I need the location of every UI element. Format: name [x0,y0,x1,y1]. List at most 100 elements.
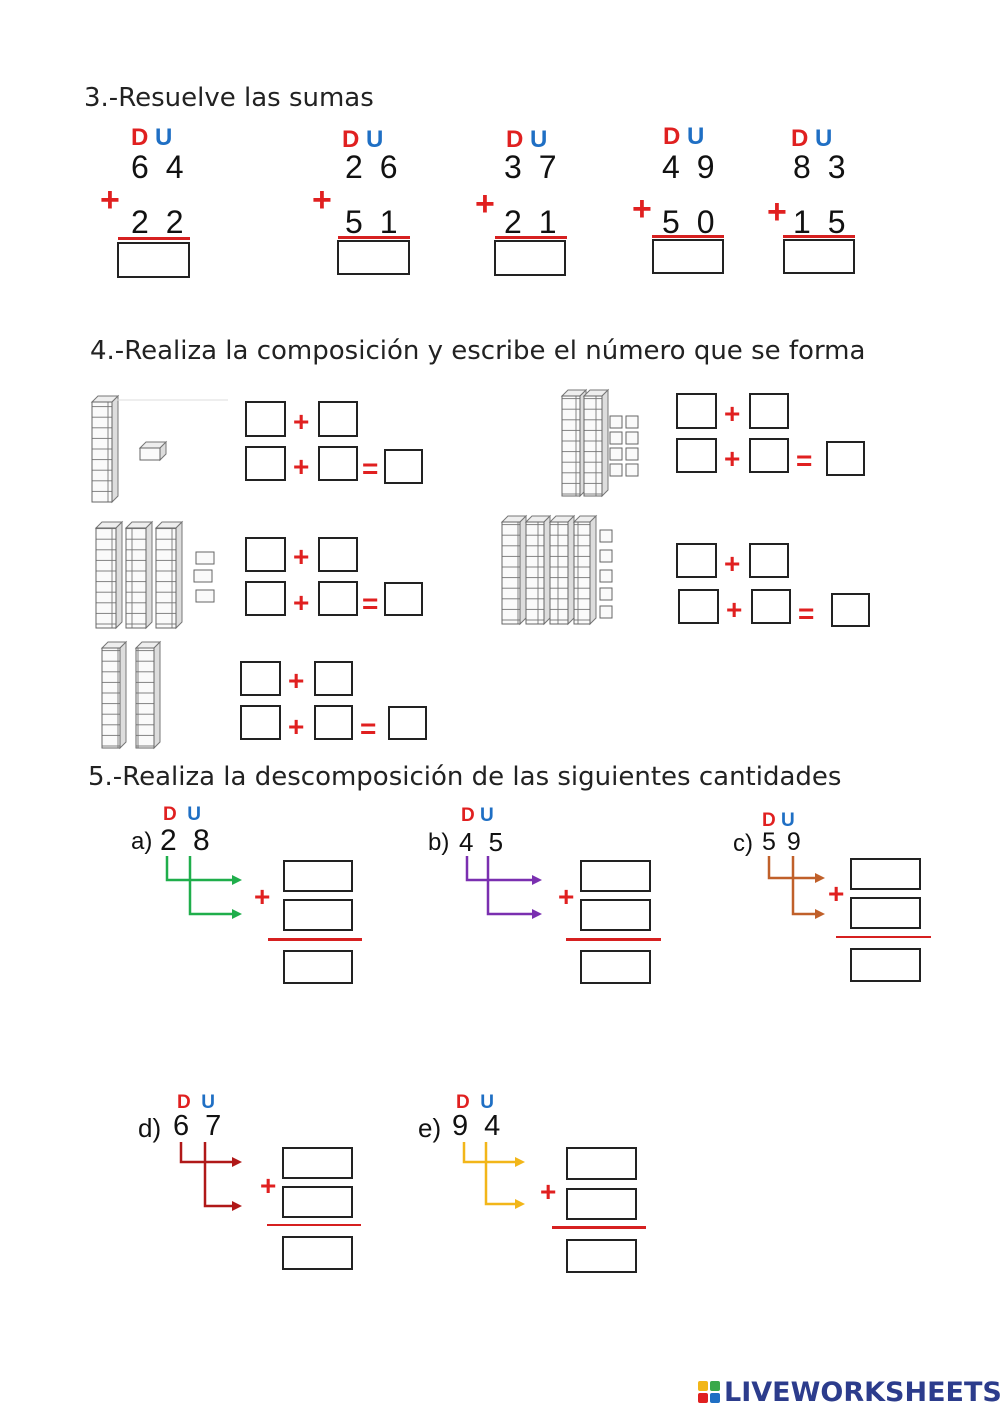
units-box[interactable] [850,897,921,929]
units-input-box[interactable] [318,537,358,572]
tens-label: D [506,126,524,153]
tens-box[interactable] [283,860,353,892]
tens-value-box[interactable] [240,705,281,740]
units-label: U [781,810,795,831]
result-box[interactable] [580,950,651,984]
result-box[interactable] [283,950,353,984]
result-box[interactable] [384,582,423,616]
sum-line [566,938,661,941]
number-to-decompose: 4 5 [459,827,508,857]
tens-value-box[interactable] [245,446,286,481]
sum-line [267,1224,361,1226]
answer-box[interactable] [652,239,724,274]
result-box[interactable] [831,593,870,627]
units-input-box[interactable] [749,393,789,429]
units-value-box[interactable] [318,581,358,616]
tens-input-box[interactable] [245,537,286,572]
unit-cubes [609,415,639,477]
units-value-box[interactable] [314,705,353,740]
addend-bottom: 2 2 [131,204,188,240]
number-to-decompose: 9 4 [452,1110,505,1142]
tens-box[interactable] [566,1147,637,1180]
brand-name: LIVEWORKSHEETS [724,1377,1000,1408]
units-box[interactable] [282,1186,353,1218]
result-box[interactable] [384,449,423,484]
tens-value-box[interactable] [245,581,286,616]
plus-sign: + [767,193,787,231]
item-label: d) [138,1113,162,1143]
result-box[interactable] [388,706,427,740]
place-value-header: D U [342,128,383,152]
section-3-title: 3.-Resuelve las sumas [84,83,374,113]
units-value-box[interactable] [751,589,791,624]
tens-input-box[interactable] [676,543,717,578]
tens-input-box[interactable] [240,661,281,696]
place-value-header: D U [456,1093,494,1112]
equals-sign: = [796,445,813,476]
sum-line [836,936,931,938]
units-value-box[interactable] [749,438,789,473]
units-box[interactable] [580,899,651,931]
tens-label: D [762,810,776,831]
unit-cubes [599,529,613,619]
place-value-header: D U [163,805,201,824]
addend-top: 6 4 [131,149,188,185]
base-ten-blocks-illustration [500,514,613,626]
tens-box[interactable] [580,860,651,892]
units-label: U [366,126,384,153]
plus-sign: + [288,665,305,696]
tens-value-box[interactable] [678,589,719,624]
answer-box[interactable] [494,240,566,276]
units-value-box[interactable] [318,446,358,481]
plus-sign: + [724,443,741,474]
item-label: b) [428,829,450,856]
base-ten-blocks-illustration [560,388,639,498]
decomposition-arrows [179,1142,242,1211]
plus-sign: + [540,1176,557,1207]
tens-box[interactable] [850,858,921,890]
units-input-box[interactable] [318,401,358,437]
tens-box[interactable] [282,1147,353,1179]
plus-sign: + [724,548,741,579]
equals-sign: = [798,598,815,629]
equals-sign: = [360,713,377,744]
result-box[interactable] [282,1236,353,1270]
answer-box[interactable] [337,240,410,275]
base-ten-blocks-illustration [94,520,215,630]
result-box[interactable] [566,1239,637,1273]
units-input-box[interactable] [749,543,789,578]
units-label: U [815,125,833,152]
plus-sign: + [293,406,310,437]
section-5-title: 5.-Realiza la descomposición de las sigu… [88,762,842,792]
sum-line [552,1226,646,1229]
ten-rod [134,640,162,750]
place-value-header: D U [791,127,832,151]
decomposition-arrows [165,856,242,919]
ten-rod [90,394,120,504]
addend-top: 8 3 [793,149,850,185]
place-value-header: D U [663,125,704,149]
units-label: U [480,805,494,826]
tens-value-box[interactable] [676,438,717,473]
tens-label: D [177,1092,191,1113]
plus-sign: + [724,398,741,429]
units-input-box[interactable] [314,661,353,696]
tens-input-box[interactable] [676,393,717,429]
unit-cubes [193,551,215,603]
plus-sign: + [254,881,271,912]
plus-sign: + [475,185,495,223]
answer-box[interactable] [117,242,190,278]
units-label: U [530,126,548,153]
units-box[interactable] [566,1188,637,1220]
sum-line [495,236,567,239]
ten-rod [582,388,610,498]
tens-input-box[interactable] [245,401,286,437]
plus-sign: + [312,181,332,219]
result-box[interactable] [850,948,921,982]
result-box[interactable] [826,441,865,476]
sum-line [268,938,362,941]
logo-blocks-icon [698,1381,720,1403]
units-box[interactable] [283,899,353,931]
answer-box[interactable] [783,239,855,274]
sum-line [118,237,190,240]
